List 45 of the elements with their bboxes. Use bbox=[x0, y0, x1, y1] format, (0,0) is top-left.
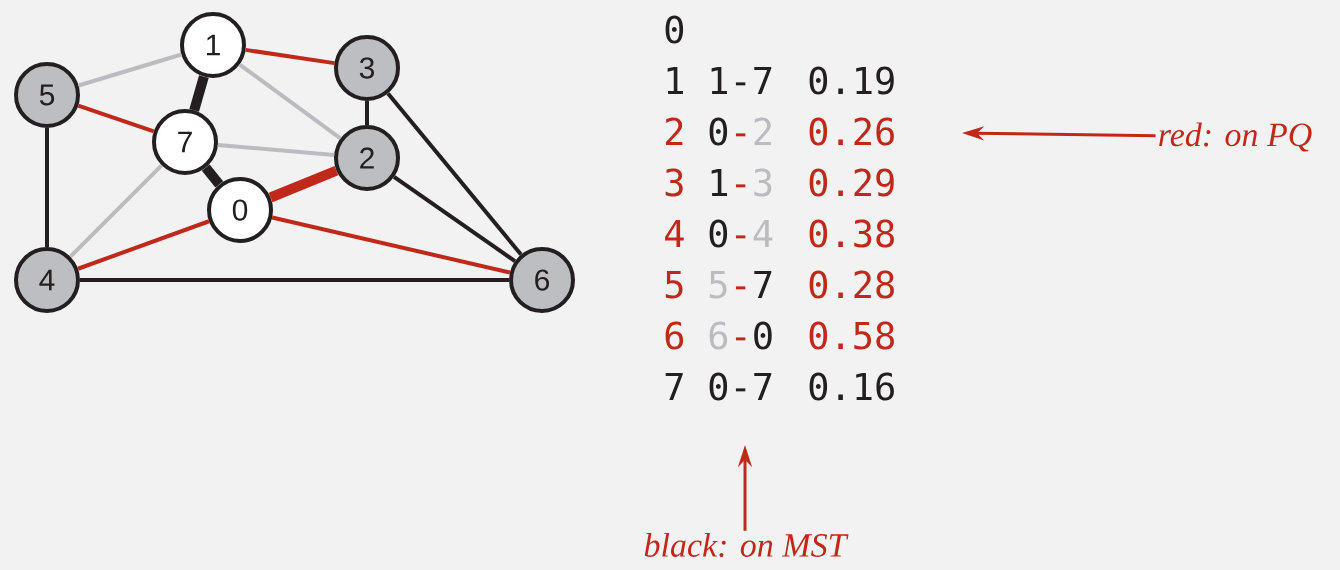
graph-edge bbox=[80, 278, 509, 282]
graph-edge bbox=[45, 128, 49, 247]
table-value: 0.29 bbox=[809, 168, 894, 197]
table-value: 7 bbox=[754, 271, 772, 298]
table-value: 2 bbox=[665, 117, 683, 145]
table-value: 0.58 bbox=[809, 321, 894, 350]
graph-edge bbox=[268, 165, 339, 203]
table-value: 0.38 bbox=[809, 219, 894, 248]
table-value: 0 bbox=[709, 219, 728, 248]
graph-edge bbox=[77, 103, 155, 134]
graph-edge bbox=[238, 62, 342, 141]
graph-edge bbox=[245, 47, 335, 66]
table-value: - bbox=[735, 337, 746, 341]
graph-edge bbox=[365, 101, 369, 125]
table-value: 3 bbox=[665, 168, 683, 197]
table-value: 5 bbox=[665, 271, 683, 299]
table-value: 0.16 bbox=[809, 372, 894, 401]
table-value: 0.19 bbox=[809, 66, 894, 95]
graph-edge bbox=[392, 175, 517, 263]
table-value: 1 bbox=[667, 67, 683, 94]
graph-edge bbox=[77, 219, 210, 271]
table-value: 6 bbox=[665, 321, 684, 350]
graph-edge bbox=[78, 52, 182, 88]
table-value: 0 bbox=[709, 117, 728, 146]
annotation-text: black: on MST bbox=[644, 532, 849, 558]
annotation-text: red: on PQ bbox=[1159, 122, 1312, 152]
table-value: 0 bbox=[665, 15, 684, 44]
table-value: 4 bbox=[665, 220, 684, 247]
table-value: 0 bbox=[754, 321, 772, 350]
table-value: - bbox=[735, 286, 746, 290]
table-value: 1-7 bbox=[711, 67, 772, 94]
graph-edge bbox=[189, 75, 209, 112]
graph-edge bbox=[271, 215, 511, 275]
graph-edge bbox=[386, 92, 523, 256]
table-value: 7 bbox=[665, 373, 683, 400]
graph-edge bbox=[201, 164, 224, 188]
table-value: 1 bbox=[711, 169, 727, 196]
table-value: 0.26 bbox=[809, 117, 894, 146]
graph-edge bbox=[68, 163, 164, 259]
table-value: - bbox=[735, 133, 746, 137]
table-value: 0.28 bbox=[809, 270, 894, 299]
graph-edge bbox=[217, 142, 335, 158]
table-value: 0-7 bbox=[709, 372, 772, 401]
table-value: - bbox=[735, 184, 746, 188]
table-value: - bbox=[735, 235, 746, 239]
